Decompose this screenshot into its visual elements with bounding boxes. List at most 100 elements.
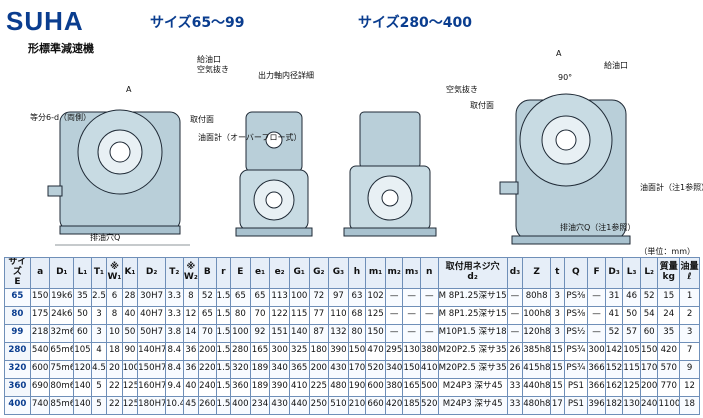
table-cell: 385h8 — [522, 341, 552, 361]
table-cell: 3 — [679, 323, 700, 343]
table-header-cell: ※ W₂ — [182, 257, 200, 289]
table-cell: PS¾ — [563, 341, 589, 361]
table-header-cell: h — [347, 257, 367, 289]
table-cell: PS1 — [563, 395, 589, 415]
table-cell: 690 — [29, 377, 51, 397]
table-cell: 140H7 — [137, 341, 167, 361]
table-cell: 3 — [550, 287, 565, 307]
table-cell: 40 — [182, 377, 200, 397]
table-cell: 520 — [419, 395, 439, 415]
table-header-cell: r — [215, 257, 232, 289]
table-cell: 35 — [657, 323, 681, 343]
table-cell: 97 — [328, 287, 349, 307]
table-cell: 325 — [288, 341, 310, 361]
table-cell: — — [587, 287, 606, 307]
table-cell: 77 — [308, 305, 330, 325]
large-reducer-front — [499, 93, 631, 245]
table-cell: 660 — [365, 395, 386, 415]
table-cell: 113 — [269, 287, 290, 307]
table-cell: 430 — [328, 359, 349, 379]
table-cell: 35 — [73, 287, 92, 307]
table-cell: — — [506, 305, 524, 325]
table-cell: — — [402, 323, 421, 343]
table-cell: 410 — [419, 359, 439, 379]
dimension-drawing: A 等分6-d（両側） 取付面 排油穴Q 給油口 空気抜き 出力軸内径詳細 油面… — [30, 49, 703, 246]
table-cell: 1.5 — [215, 395, 232, 415]
table-cell: 420 — [384, 395, 404, 415]
table-cell: 220 — [198, 359, 217, 379]
table-cell: 240 — [198, 377, 217, 397]
table-cell: 234 — [249, 395, 271, 415]
table-cell: 170 — [347, 359, 367, 379]
table-cell: 15 — [550, 377, 565, 397]
table-header-cell: D₃ — [604, 257, 624, 289]
size-cell: 99 — [4, 323, 31, 343]
table-header-cell: a — [29, 257, 51, 289]
table-cell: 380 — [384, 377, 404, 397]
table-cell: 366 — [587, 359, 606, 379]
table-cell: 65 — [230, 287, 251, 307]
table-cell: 3 — [550, 305, 565, 325]
table-cell: 8 — [182, 287, 200, 307]
table-cell: 340 — [269, 359, 290, 379]
table-cell: 5 — [90, 395, 108, 415]
table-cell: 45 — [182, 395, 200, 415]
table-cell: — — [419, 323, 439, 343]
table-cell: 100 — [230, 323, 251, 343]
table-cell: M20P2.5 深サ35 — [437, 341, 508, 361]
unit-note: （単位：mm） — [639, 247, 695, 256]
table-cell: 150H7 — [137, 359, 167, 379]
header: SUHA サイズ65～99 サイズ280～400 — [0, 0, 703, 40]
table-cell: 46 — [622, 287, 641, 307]
table-cell: 250 — [308, 395, 330, 415]
table-cell: 120 — [73, 359, 92, 379]
table-cell: 420 — [657, 341, 681, 361]
table-header-cell: m₃ — [402, 257, 421, 289]
table-cell: 225 — [308, 377, 330, 397]
table-cell: — — [384, 305, 404, 325]
table-cell: — — [402, 287, 421, 307]
table-cell: M20P2.5 深サ35 — [437, 359, 508, 379]
table-cell: 150 — [29, 287, 51, 307]
table-cell: M10P1.5 深サ18 — [437, 323, 508, 343]
product-subtitle: 形標準減速機 — [28, 42, 94, 55]
table-cell: — — [419, 287, 439, 307]
table-cell: 100 — [288, 287, 310, 307]
small-reducer-side — [235, 111, 313, 237]
table-cell: 9 — [679, 359, 700, 379]
table-header-cell: T₁ — [90, 257, 108, 289]
table-cell: PS⅜ — [563, 287, 589, 307]
table-cell: 24k6 — [49, 305, 75, 325]
table-cell: 115 — [288, 305, 310, 325]
table-header-cell: e₁ — [249, 257, 271, 289]
table-cell: 390 — [269, 377, 290, 397]
table-cell: 400 — [230, 395, 251, 415]
table-cell: 30H7 — [137, 287, 167, 307]
air-vent-label: 空気抜き — [197, 64, 229, 74]
table-cell: 40 — [121, 305, 139, 325]
table-cell: 151 — [269, 323, 290, 343]
table-header-cell: 取付用ネジ穴 d₂ — [437, 257, 508, 289]
table-cell: 125 — [622, 377, 641, 397]
table-cell: 280 — [230, 341, 251, 361]
table-cell: 26 — [506, 341, 524, 361]
table-cell: 189 — [249, 359, 271, 379]
table-cell: — — [402, 305, 421, 325]
table-cell: 600 — [29, 359, 51, 379]
table-cell: 540 — [29, 341, 51, 361]
table-cell: 1.5 — [215, 305, 232, 325]
table-cell: 8.4 — [165, 341, 184, 361]
table-cell: 12 — [182, 305, 200, 325]
table-cell: 80 — [347, 323, 367, 343]
table-cell: 122 — [269, 305, 290, 325]
size-cell: 360 — [4, 377, 31, 397]
table-cell: 100h8 — [522, 305, 552, 325]
table-cell: 480h8 — [522, 395, 552, 415]
table-header-cell: Q — [563, 257, 589, 289]
size-cell: 80 — [4, 305, 31, 325]
table-cell: 75m6 — [49, 359, 75, 379]
table-cell: 200 — [198, 341, 217, 361]
table-cell: — — [587, 323, 606, 343]
table-cell: 300 — [587, 341, 606, 361]
